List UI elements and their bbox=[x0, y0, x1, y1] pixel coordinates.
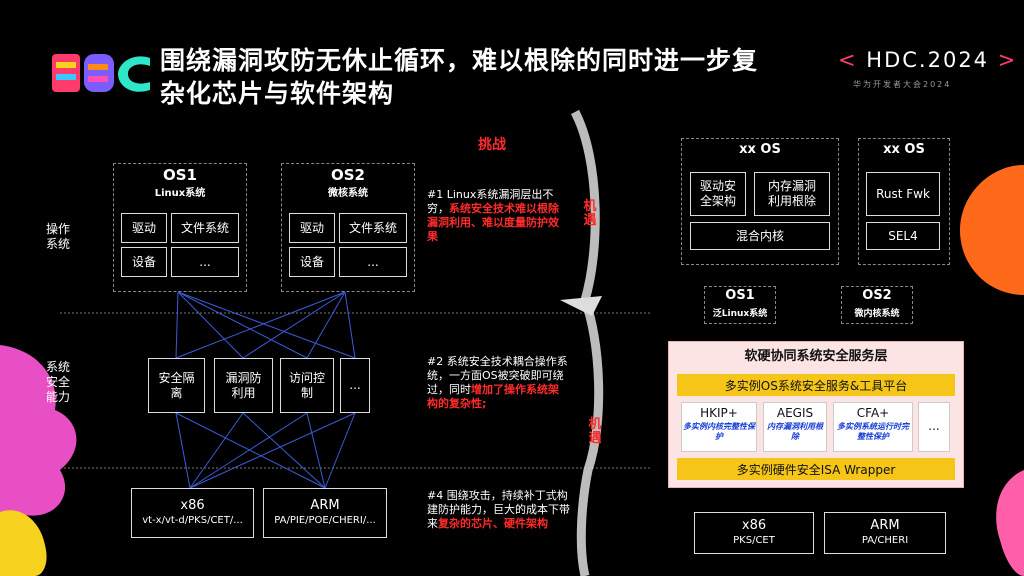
opportunity-label-2: 机遇 bbox=[588, 417, 602, 446]
security-isolation-box: 安全隔 离 bbox=[148, 358, 205, 413]
note-2-plain: #2 系统安全技术耦合操作系统，一方面OS被突破即可绕过，同时 bbox=[427, 355, 568, 396]
os1-subtitle: Linux系统 bbox=[154, 188, 206, 199]
os2-container bbox=[281, 163, 415, 292]
hkip-desc: 多实例内核完整性保护 bbox=[683, 422, 755, 441]
pink-flower-shape bbox=[0, 345, 77, 540]
os2-cell-driver: 驱动 bbox=[289, 213, 335, 243]
right-hw-x86-name: x86 bbox=[741, 518, 767, 533]
vuln-mitigation-box: 漏洞防 利用 bbox=[214, 358, 273, 413]
hw-arm-box: ARM PA/PIE/POE/CHERI/... bbox=[263, 488, 387, 538]
cfa-box: CFA+ 多实例系统运行时完整性保护 bbox=[833, 402, 913, 452]
security-service-panel-title: 软硬协同系统安全服务层 bbox=[744, 349, 888, 364]
note-1-plain: #1 Linux系统漏洞层出不穷， bbox=[427, 188, 554, 215]
aegis-box: AEGIS 内存漏洞利用根除 bbox=[763, 402, 827, 452]
cfa-desc: 多实例系统运行时完整性保护 bbox=[837, 422, 909, 441]
xxos2-container bbox=[858, 138, 950, 265]
os1-title: OS1 bbox=[163, 166, 197, 184]
right-hw-x86-sub: PKS/CET bbox=[733, 535, 775, 546]
xxos1-title: xx OS bbox=[739, 142, 781, 157]
note-1: #1 Linux系统漏洞层出不穷，系统安全技术难以根除漏洞利用、难以度量防护效果 bbox=[427, 188, 565, 244]
xxos2-title: xx OS bbox=[883, 142, 925, 157]
xxos1-driver-security-box: 驱动安 全架构 bbox=[690, 172, 746, 216]
page-title-line2: 杂化芯片与软件架构 bbox=[160, 79, 395, 108]
orange-circle-shape bbox=[960, 165, 1024, 295]
multi-instance-os-service-bar: 多实例OS系统安全服务&工具平台 bbox=[677, 374, 955, 396]
os1-container bbox=[113, 163, 247, 292]
os2-cell-device: 设备 bbox=[289, 247, 335, 277]
right-os2-container bbox=[841, 286, 913, 324]
note-4: #4 围绕攻击，持续补丁式构建防护能力，巨大的成本下带来复杂的芯片、硬件架构 bbox=[427, 489, 573, 531]
os1-cell-driver: 驱动 bbox=[121, 213, 167, 243]
panel-more-box: ... bbox=[918, 402, 950, 452]
hw-arm-sub: PA/PIE/POE/CHERI/... bbox=[274, 515, 376, 526]
note-2: #2 系统安全技术耦合操作系统，一方面OS被突破即可绕过，同时增加了操作系统架构… bbox=[427, 355, 569, 411]
page-title-line1: 围绕漏洞攻防无休止循环，难以根除的同时进一步复 bbox=[160, 46, 759, 75]
security-more-box: ... bbox=[340, 358, 370, 413]
cfa-name: CFA+ bbox=[856, 406, 890, 420]
right-os1-container bbox=[704, 286, 776, 324]
right-hw-arm-name: ARM bbox=[870, 518, 900, 533]
os2-cell-filesystem: 文件系统 bbox=[339, 213, 407, 243]
yellow-corner-shape bbox=[0, 510, 47, 576]
sel4-box: SEL4 bbox=[866, 222, 940, 250]
aegis-desc: 内存漏洞利用根除 bbox=[767, 422, 823, 441]
right-os1-title: OS1 bbox=[725, 288, 755, 303]
hw-x86-sub: vt-x/vt-d/PKS/CET/... bbox=[142, 515, 243, 526]
rust-fwk-box: Rust Fwk bbox=[866, 172, 940, 216]
bracket-right: > bbox=[997, 48, 1018, 72]
right-hw-x86-box: x86 PKS/CET bbox=[694, 512, 814, 554]
right-os1-subtitle: 泛Linux系统 bbox=[712, 309, 768, 319]
aegis-name: AEGIS bbox=[776, 406, 814, 420]
panel-more-label: ... bbox=[928, 419, 940, 433]
opportunity-label-1: 机遇 bbox=[583, 199, 597, 228]
right-os2-subtitle: 微内核系统 bbox=[854, 309, 900, 319]
bracket-left: < bbox=[838, 48, 858, 72]
os1-cell-more: ... bbox=[171, 247, 239, 277]
row-label-os: 操作 系统 bbox=[45, 222, 70, 251]
hw-isa-wrapper-bar: 多实例硬件安全ISA Wrapper bbox=[677, 458, 955, 480]
note-2-highlight: 增加了操作系统架构的复杂性; bbox=[427, 383, 559, 410]
challenge-label: 挑战 bbox=[478, 137, 506, 153]
hw-x86-box: x86 vt-x/vt-d/PKS/CET/... bbox=[131, 488, 254, 538]
event-brand: < HDC.2024 > bbox=[838, 48, 1017, 72]
os1-cell-filesystem: 文件系统 bbox=[171, 213, 239, 243]
pink-corner-shape bbox=[996, 470, 1024, 576]
xxos1-hybrid-kernel-box: 混合内核 bbox=[690, 222, 830, 250]
event-subtitle: 华为开发者大会2024 bbox=[853, 80, 952, 89]
note-4-plain: #4 围绕攻击，持续补丁式构建防护能力，巨大的成本下带来 bbox=[427, 489, 570, 530]
hdc-logo bbox=[52, 54, 150, 92]
xxos1-container bbox=[681, 138, 839, 265]
right-os2-title: OS2 bbox=[862, 288, 892, 303]
os2-cell-more: ... bbox=[339, 247, 407, 277]
hw-x86-name: x86 bbox=[180, 498, 205, 513]
hkip-name: HKIP+ bbox=[700, 406, 738, 420]
right-hw-arm-sub: PA/CHERI bbox=[861, 535, 909, 546]
note-4-highlight: 复杂的芯片、硬件架构 bbox=[438, 517, 548, 530]
right-hw-arm-box: ARM PA/CHERI bbox=[824, 512, 946, 554]
row-label-security: 系统 安全 能力 bbox=[45, 360, 70, 404]
hw-arm-name: ARM bbox=[310, 498, 340, 513]
event-name: HDC.2024 bbox=[866, 48, 990, 72]
access-control-box: 访问控 制 bbox=[280, 358, 334, 413]
page-title: 围绕漏洞攻防无休止循环，难以根除的同时进一步复 杂化芯片与软件架构 bbox=[160, 44, 840, 110]
os1-cell-device: 设备 bbox=[121, 247, 167, 277]
os2-subtitle: 微核系统 bbox=[328, 188, 368, 199]
xxos1-memory-vuln-box: 内存漏洞 利用根除 bbox=[754, 172, 830, 216]
hkip-box: HKIP+ 多实例内核完整性保护 bbox=[681, 402, 757, 452]
curved-arrow-shape bbox=[570, 109, 604, 576]
note-1-highlight: 系统安全技术难以根除漏洞利用、难以度量防护效果 bbox=[427, 202, 559, 243]
os2-title: OS2 bbox=[331, 166, 365, 184]
